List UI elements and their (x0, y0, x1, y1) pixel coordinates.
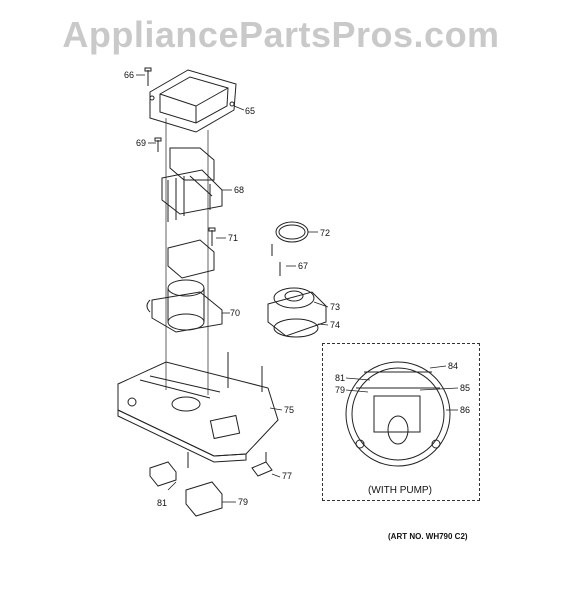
label-73: 73 (330, 302, 341, 312)
part-73-74-pump (267, 287, 327, 338)
leader-lines (136, 74, 459, 503)
screw-66 (144, 67, 152, 86)
label-66: 66 (124, 70, 135, 80)
part-81-switch (149, 452, 189, 487)
label-77: 77 (282, 471, 293, 481)
label-72: 72 (320, 228, 331, 238)
label-67: 67 (298, 261, 309, 271)
screw-69 (154, 137, 162, 152)
label-75: 75 (284, 405, 295, 415)
part-68-bracket (161, 147, 223, 222)
label-85: 85 (460, 383, 471, 393)
part-70-motor (146, 239, 223, 333)
part-79-sensor (185, 481, 223, 517)
label-81-pump: 81 (335, 373, 346, 383)
pump-detail-drawing (345, 361, 451, 467)
label-84: 84 (448, 361, 459, 371)
part-77-clip (251, 452, 273, 477)
label-74: 74 (330, 320, 341, 330)
label-86: 86 (460, 405, 471, 415)
screw-67 (271, 244, 281, 276)
part-75-base-plate (117, 361, 279, 463)
part-65-frame (149, 69, 237, 133)
label-69: 69 (136, 138, 147, 148)
watermark-text: AppliancePartsPros.com (62, 14, 500, 55)
pump-caption: (WITH PUMP) (368, 485, 432, 496)
label-70: 70 (230, 308, 241, 318)
label-79-pump: 79 (335, 385, 346, 395)
label-65: 65 (245, 106, 256, 116)
label-68: 68 (234, 185, 245, 195)
label-79: 79 (238, 497, 249, 507)
art-number: (ART NO. WH790 C2) (388, 532, 468, 541)
part-72-ring (275, 221, 309, 243)
label-81: 81 (157, 498, 168, 508)
pump-detail-box (322, 343, 480, 501)
screw-71 (208, 227, 216, 246)
label-71: 71 (228, 233, 239, 243)
